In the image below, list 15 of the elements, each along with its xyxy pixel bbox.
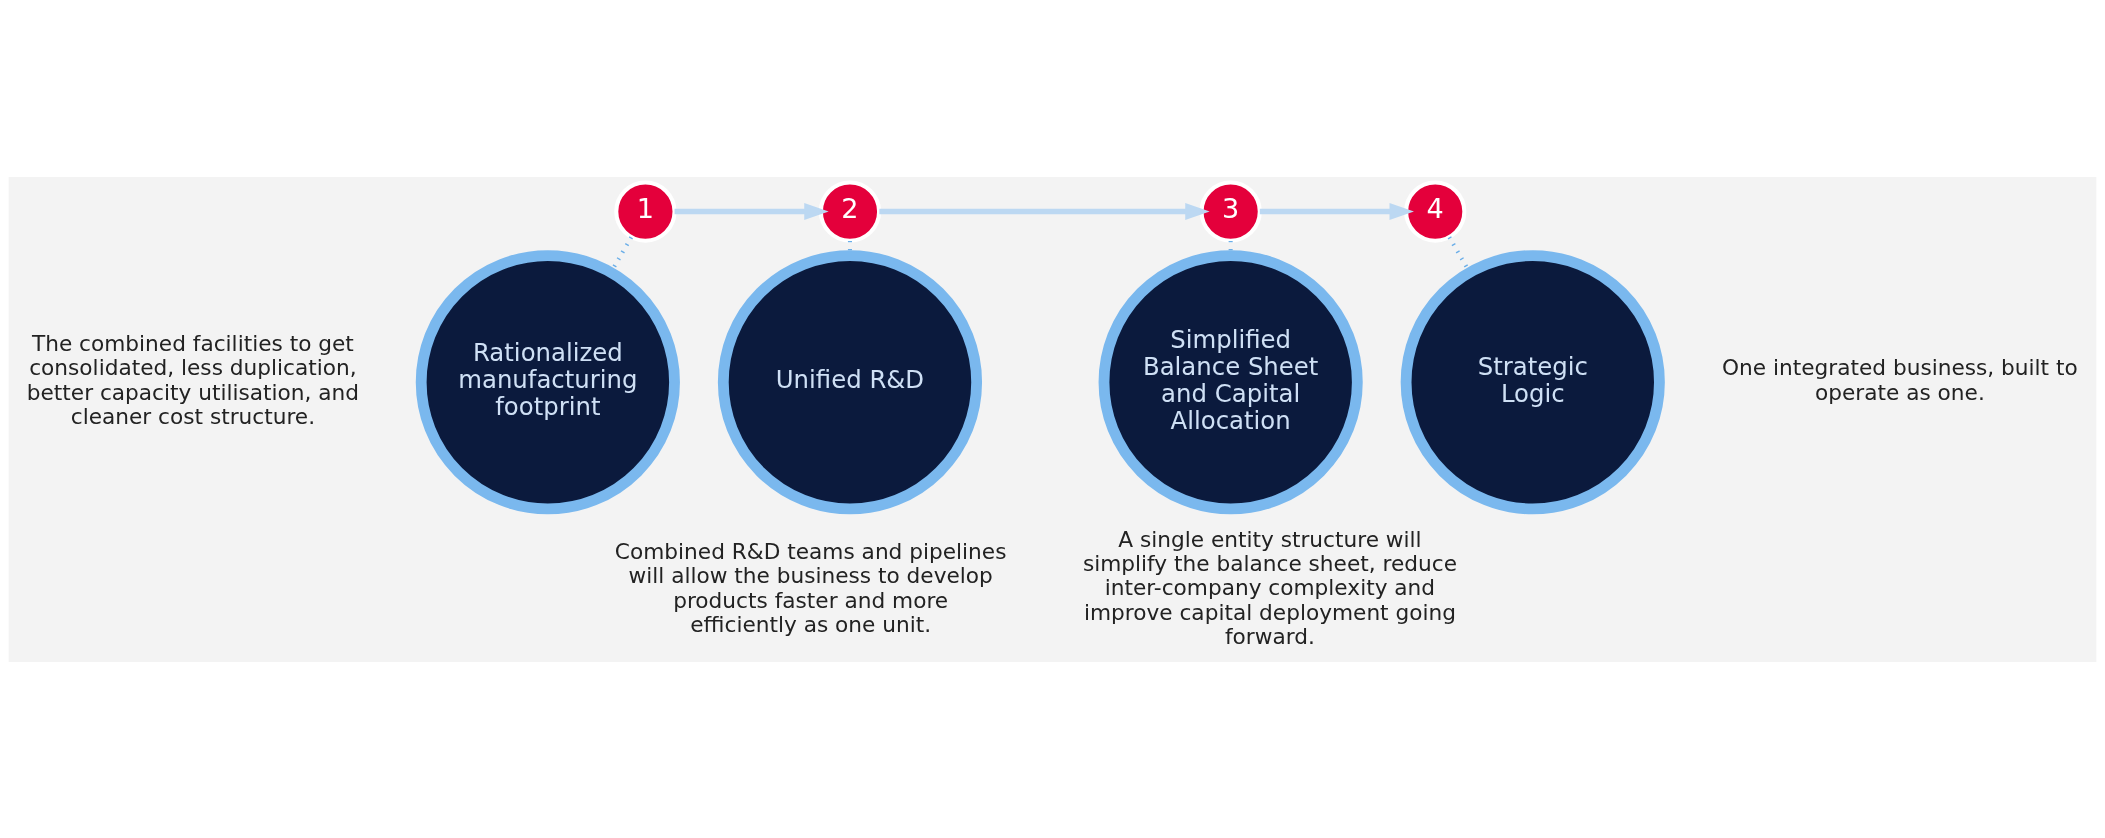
node-circle: 3	[1199, 179, 1262, 243]
arrow	[674, 202, 829, 220]
node-label: One integrated business, built to operate as one.	[1722, 354, 2078, 405]
node-label: The combined facilities to get consolidated, less duplication, better capacity utilisation, and cleaner cost structure.	[26, 330, 360, 429]
node-circle: Unified R&D	[717, 249, 983, 514]
node-label: Combined R&D teams and pipelines will allow the business to develop products faster and more efficiently as one unit.	[614, 538, 1007, 637]
node-circle: 4	[1404, 179, 1467, 243]
node-circle: Simplified Balance Sheet and Capital Allocation	[1098, 249, 1363, 514]
node-circle: 1	[614, 179, 677, 243]
arrow	[1259, 202, 1414, 220]
node-circle: Strategic Logic	[1400, 249, 1665, 514]
arrow	[879, 202, 1210, 220]
node-circle: 2	[818, 179, 882, 243]
node-circle: Rationalized manufacturing footprint	[415, 249, 680, 514]
node-label: A single entity structure will simplify the balance sheet, reduce inter-company complexity and improve capital deployment going forward.	[1082, 526, 1457, 649]
